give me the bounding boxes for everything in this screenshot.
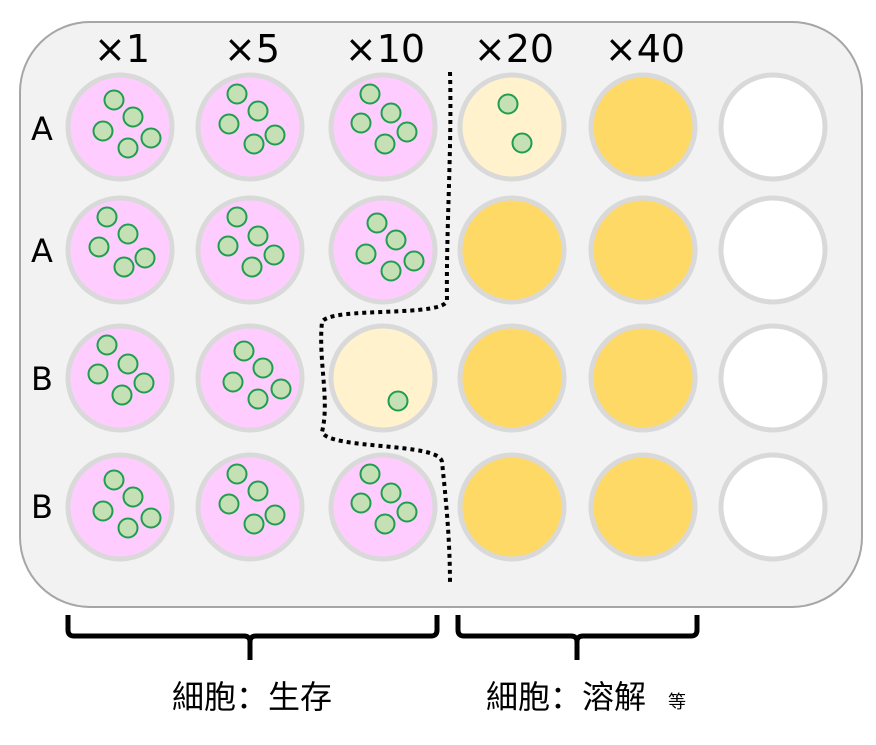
column-label: ×20 [474,27,554,71]
cell [511,132,533,154]
boundary-dotted-line [319,71,453,586]
well-live [65,452,175,562]
well-partial [457,72,567,182]
cell [247,100,269,122]
cell [92,120,114,142]
column-label: ×40 [605,27,685,71]
well-live [328,452,438,562]
cell [359,463,381,485]
well-lysed [588,195,698,305]
cell [117,517,139,539]
cell [218,493,240,515]
cell [133,372,155,394]
group-label-survive: 細胞：生存 [172,678,332,716]
cell [226,206,248,228]
well-live [65,72,175,182]
cell [366,212,388,234]
cell [247,480,269,502]
cell [92,500,114,522]
bracket-lysed [455,615,700,660]
cell [140,127,162,149]
cell [111,384,133,406]
cell [222,371,244,393]
well-live [65,195,175,305]
cell [233,340,255,362]
cell [396,501,418,523]
column-label: ×5 [224,27,280,71]
cell [247,225,269,247]
well-empty [718,72,828,182]
well-lysed [588,452,698,562]
cell [396,121,418,143]
cell [241,256,263,278]
cell [374,133,396,155]
cell [263,244,285,266]
cell [117,353,139,375]
well-empty [718,323,828,433]
row-label: A [31,232,53,270]
well-lysed [457,452,567,562]
well-live [328,195,438,305]
cell [380,482,402,504]
well-live [65,323,175,433]
column-label: ×1 [94,27,150,71]
cell [350,112,372,134]
cell [270,378,292,400]
row-label: B [31,360,53,398]
cell [117,223,139,245]
well-empty [718,195,828,305]
cell [88,236,110,258]
cell [140,507,162,529]
cell [226,463,248,485]
well-lysed [457,323,567,433]
cell [387,390,409,412]
cell [96,206,118,228]
cell [374,513,396,535]
well-live [195,452,305,562]
column-label: ×10 [345,27,425,71]
cell [103,89,125,111]
cell [252,357,274,379]
cell [217,235,239,257]
row-label: A [31,110,53,148]
cell [359,83,381,105]
cell [117,137,139,159]
cell [497,93,519,115]
bracket-survive [65,615,440,660]
cell [247,388,269,410]
well-lysed [457,195,567,305]
cell [264,124,286,146]
well-lysed [588,323,698,433]
group-label-lysed-suffix: 等 [668,692,686,713]
well-live [195,323,305,433]
cell [122,486,144,508]
cell [96,334,118,356]
well-live [195,195,305,305]
well-empty [718,452,828,562]
cell [243,133,265,155]
cell [380,102,402,124]
cell [218,113,240,135]
cell [355,243,377,265]
cell [113,256,135,278]
well-live [195,72,305,182]
group-label-lysed: 細胞：溶解 [486,678,646,716]
well-lysed [588,72,698,182]
cell [122,106,144,128]
cell [264,504,286,526]
cell [243,513,265,535]
cell [385,229,407,251]
well-live [328,72,438,182]
cell [350,492,372,514]
cell [103,469,125,491]
well-partial [328,323,438,433]
cell [134,247,156,269]
cell [87,363,109,385]
cell [380,260,402,282]
row-label: B [31,488,53,526]
cell [403,250,425,272]
cell [226,83,248,105]
